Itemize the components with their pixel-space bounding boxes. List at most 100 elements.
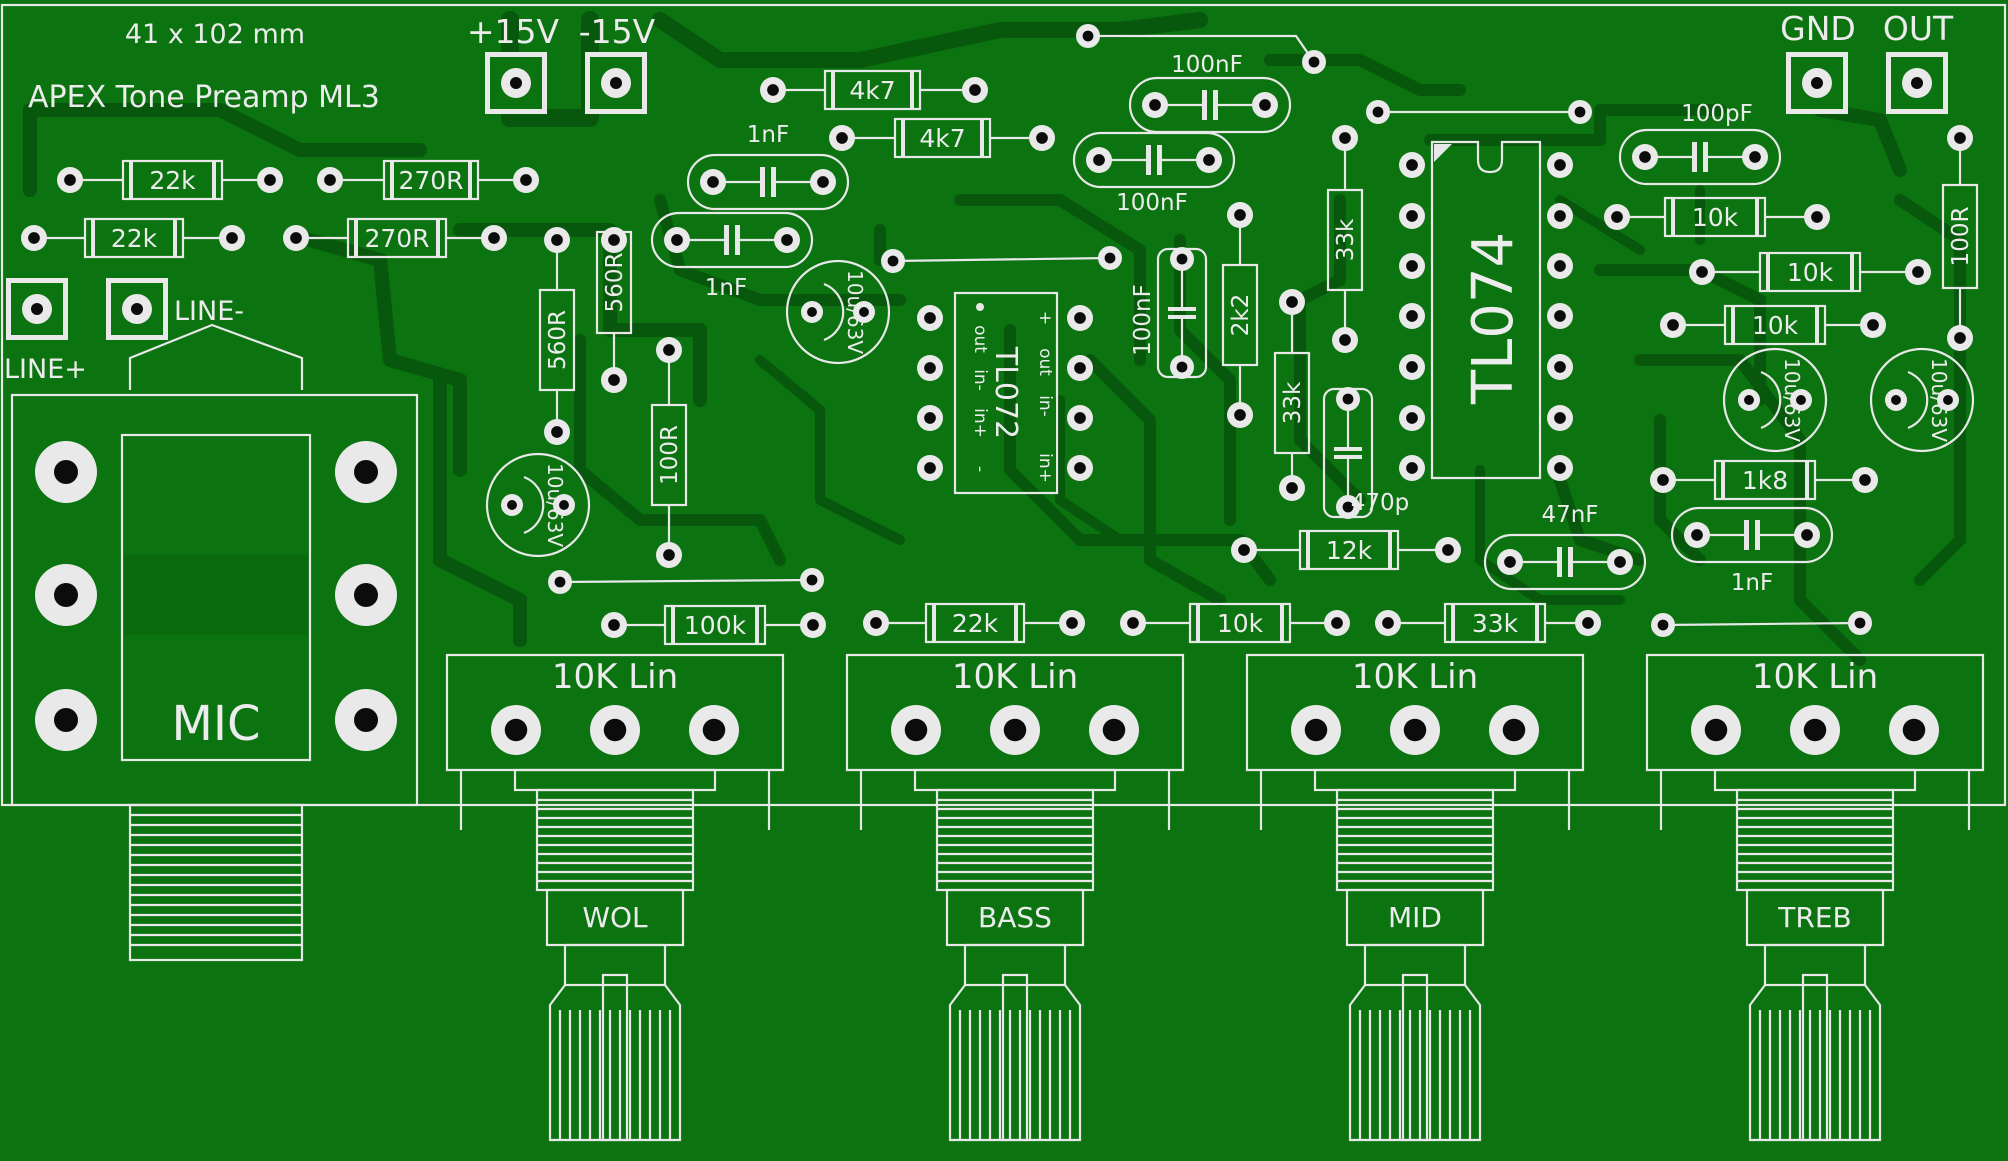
capacitor-c5: 100nF	[1130, 247, 1208, 379]
capacitor-body	[1072, 131, 1236, 189]
electrolytic-e3: 10u/63V	[1722, 347, 1828, 453]
ic-tl074: TL074	[1430, 140, 1542, 480]
connector-pwr-neg: -15V	[579, 12, 656, 114]
resistor-value: 10k	[1692, 203, 1739, 232]
ic-pin-label: out	[970, 325, 990, 353]
resistor-body	[1188, 602, 1292, 644]
resistor-body	[1273, 351, 1311, 455]
capacitor-c8: 100pF	[1618, 101, 1782, 186]
resistor-value: 560R	[602, 253, 628, 313]
resistor-r2: 22k	[21, 217, 245, 259]
mic-jack: MIC	[10, 323, 419, 962]
connector-label: GND	[1780, 9, 1856, 48]
capacitor-c3: 100nF	[1128, 52, 1292, 134]
capacitor-c2: 1nF	[650, 211, 814, 301]
resistor-r7: 4k7	[760, 69, 988, 111]
resistor-r13: 33k	[1326, 125, 1364, 353]
resistor-r20: 10k	[1660, 304, 1886, 346]
resistor-value: 10k	[1217, 609, 1264, 638]
resistor-r15: 33k	[1273, 289, 1311, 501]
resistor-body	[663, 604, 767, 646]
resistor-value: 560R	[545, 310, 571, 370]
ic-pin-label: in-	[1035, 395, 1055, 417]
connector-label: +15V	[467, 12, 560, 51]
pot-label: BASS	[978, 901, 1052, 934]
connector-pwr-pos: +15V	[467, 12, 560, 114]
capacitor-c7: 47nF	[1483, 502, 1647, 591]
capacitor-c4: 100nF	[1072, 131, 1236, 216]
resistor-r18: 10k	[1604, 196, 1830, 238]
ic-pin-label: in+	[970, 408, 990, 438]
resistor-body	[1443, 602, 1547, 644]
electrolytic-e1: 10u/63V	[785, 259, 891, 365]
resistor-body	[650, 403, 688, 507]
pot-value: 10K Lin	[1752, 657, 1878, 697]
resistor-value: 22k	[149, 166, 196, 195]
connector-label: LINE+	[4, 354, 87, 385]
ic-body	[1430, 140, 1542, 480]
ic-part-label: TL072	[988, 346, 1023, 439]
pot-label: TREB	[1777, 901, 1851, 934]
resistor-body	[83, 217, 185, 259]
resistor-body	[1713, 459, 1817, 501]
resistor-body	[1326, 188, 1364, 292]
resistor-r4: 270R	[283, 217, 507, 259]
electrolytic-e4: 10u/63V	[1869, 347, 1975, 453]
electrolytic-capacitors: 10u/63V 10u/63V 10u/63V 10u/63V	[485, 259, 1975, 558]
resistor-value: 33k	[1472, 609, 1519, 638]
resistor-r5: 560R	[538, 227, 576, 445]
capacitor-body	[1128, 76, 1292, 134]
jack-label: MIC	[171, 696, 260, 752]
resistor-r9: 100R	[650, 337, 688, 568]
connector-label: OUT	[1883, 9, 1954, 48]
pot-label: MID	[1388, 901, 1442, 934]
resistor-r8: 4k7	[829, 117, 1055, 159]
capacitor-c9: 1nF	[1670, 506, 1834, 596]
resistor-r19: 10k	[1689, 251, 1931, 293]
connector-line-neg: LINE-	[106, 278, 244, 340]
resistor-body	[893, 117, 992, 159]
resistor-r14: 2k2	[1221, 202, 1259, 428]
connector-label: LINE-	[174, 296, 244, 327]
electrolytic-body	[1869, 347, 1975, 453]
capacitor-c6: 470p	[1322, 387, 1409, 519]
capacitor-value: 47nF	[1541, 502, 1598, 528]
capacitor-body	[1483, 533, 1647, 591]
ic-tl072: TL072 out in- in+ - + out in- in+	[953, 291, 1059, 495]
connector-out: OUT	[1883, 9, 1954, 114]
resistor-value: 10k	[1787, 258, 1834, 287]
pot-value: 10K Lin	[1352, 657, 1478, 697]
ic-pin-label: +	[1035, 311, 1055, 325]
resistor-value: 22k	[111, 224, 158, 253]
pot-value: 10K Lin	[552, 657, 678, 697]
resistor-value: 10k	[1752, 311, 1799, 340]
resistor-body	[1941, 183, 1979, 290]
electrolytic-body	[1722, 347, 1828, 453]
resistor-body	[346, 217, 448, 259]
capacitor-value: 100pF	[1681, 101, 1753, 127]
resistor-value: 270R	[364, 224, 429, 253]
resistor-r11: 22k	[863, 602, 1085, 644]
capacitor-body	[686, 153, 850, 211]
resistor-value: 12k	[1326, 536, 1373, 565]
resistor-body	[382, 159, 480, 201]
ic-pin-label: in-	[970, 369, 990, 391]
resistor-value: 4k7	[919, 124, 965, 153]
ic-pin-label: -	[970, 466, 990, 472]
board-title: APEX Tone Preamp ML3	[28, 80, 380, 115]
resistor-value: 22k	[952, 609, 999, 638]
capacitor-value: 100nF	[1116, 190, 1188, 216]
electrolytic-body	[485, 452, 591, 558]
electrolytic-e2: 10u/63V	[485, 452, 591, 558]
resistor-value: 270R	[398, 166, 463, 195]
resistor-body	[1221, 263, 1259, 367]
ic-body	[953, 291, 1059, 495]
ic-part-label: TL074	[1461, 232, 1526, 405]
connector-line-pos: LINE+	[4, 278, 87, 385]
resistor-r1: 22k	[57, 159, 283, 201]
